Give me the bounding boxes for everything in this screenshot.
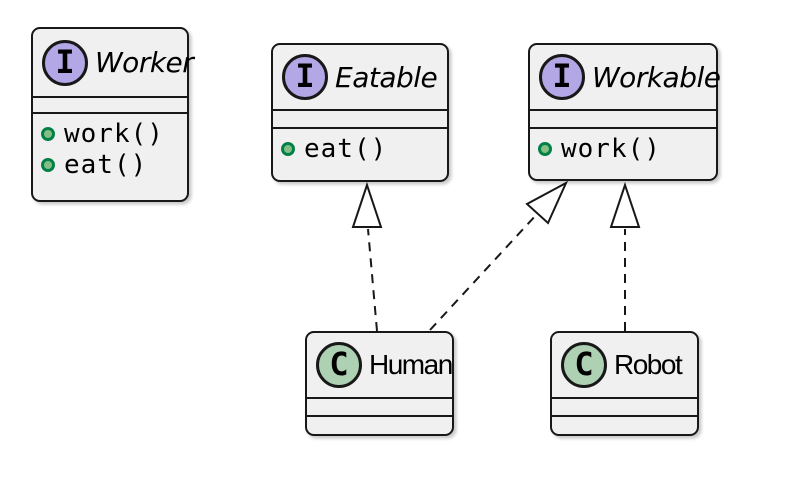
interface-stereotype-icon: I xyxy=(42,39,88,86)
section-divider xyxy=(273,109,447,111)
method-label: eat() xyxy=(64,149,148,180)
method-row: eat() xyxy=(281,135,447,164)
node-title: Human xyxy=(369,349,453,380)
methods-section: work() xyxy=(530,129,716,179)
node-header: C Human xyxy=(307,333,453,397)
node-title: Workable xyxy=(592,60,721,94)
class-node-human: C Human xyxy=(305,331,454,436)
section-divider xyxy=(552,415,697,417)
public-method-icon xyxy=(41,157,55,172)
edge-robot-workable-hollow-triangle-arrowhead xyxy=(609,181,641,228)
node-header: C Robot xyxy=(552,333,697,397)
method-label: work() xyxy=(561,134,661,164)
public-method-icon xyxy=(538,142,552,157)
section-divider xyxy=(552,397,697,399)
method-row: eat() xyxy=(41,149,187,180)
node-title: Robot xyxy=(614,349,683,380)
public-method-icon xyxy=(281,142,295,157)
fields-section-empty xyxy=(307,399,452,415)
interface-node-workable: I Workable work() xyxy=(528,43,721,181)
node-header: I Eatable xyxy=(273,45,447,109)
method-row: work() xyxy=(538,135,716,164)
section-divider xyxy=(530,127,716,129)
edge-human-eatable-hollow-triangle-arrowhead xyxy=(351,181,383,228)
methods-section: work() eat() xyxy=(33,114,187,200)
node-header: I Workable xyxy=(530,45,721,109)
section-divider xyxy=(33,96,187,98)
methods-section-empty xyxy=(552,417,697,434)
section-divider xyxy=(530,109,716,111)
fields-section-empty xyxy=(552,399,697,415)
section-divider xyxy=(33,112,187,114)
method-label: eat() xyxy=(304,134,388,164)
method-row: work() xyxy=(41,120,187,149)
edge-human-workable-hollow-triangle-arrowhead xyxy=(525,180,569,225)
methods-section-empty xyxy=(307,417,452,434)
edge-human-workable-dashed-line xyxy=(429,213,538,331)
class-node-robot: C Robot xyxy=(550,331,699,436)
interface-stereotype-icon: I xyxy=(539,54,585,100)
class-stereotype-icon: C xyxy=(561,342,607,388)
class-stereotype-icon: C xyxy=(316,342,362,388)
methods-section: eat() xyxy=(273,129,447,180)
fields-section-empty xyxy=(273,111,447,127)
section-divider xyxy=(273,127,447,129)
interface-node-eatable: I Eatable eat() xyxy=(271,43,449,182)
section-divider xyxy=(307,415,452,417)
edge-human-eatable-dashed-line xyxy=(367,228,378,332)
fields-section-empty xyxy=(33,98,187,112)
interface-node-worker: I Worker work() eat() xyxy=(31,27,194,202)
node-title: Worker xyxy=(95,46,194,79)
method-label: work() xyxy=(64,119,164,149)
public-method-icon xyxy=(41,127,55,142)
node-header: I Worker xyxy=(33,29,194,96)
fields-section-empty xyxy=(530,111,716,127)
section-divider xyxy=(307,397,452,399)
node-title: Eatable xyxy=(335,60,438,94)
interface-stereotype-icon: I xyxy=(282,54,328,100)
